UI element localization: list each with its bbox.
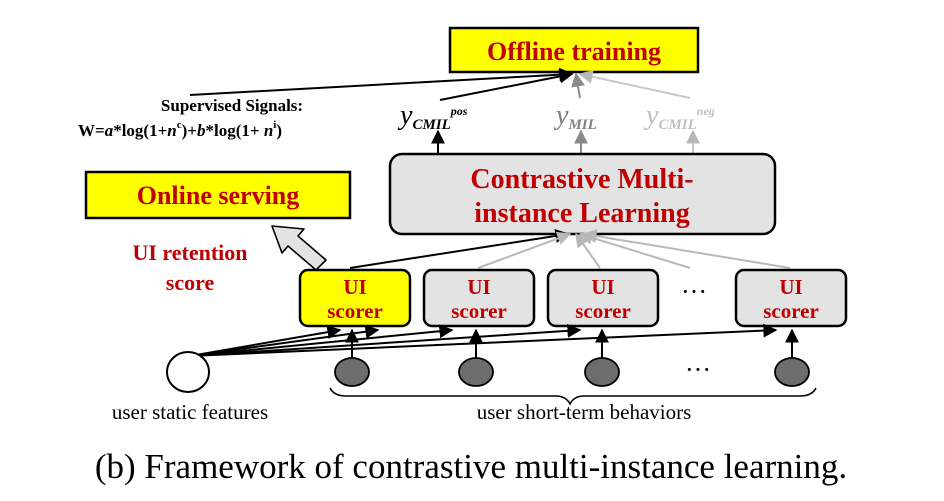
arrow-neg-to-offline [578,69,691,99]
output-y-mil: yMIL [553,100,597,133]
offline-training-box: Offline training [448,26,700,74]
behavior-node-4 [774,357,810,387]
hollow-arrow-to-online [271,225,327,271]
behavior-node-3 [584,357,620,387]
supervised-formula: W=a*log(1+nc)+b*log(1+ ni) [78,119,282,140]
ui-scorer-3: UI scorer [546,268,660,328]
behavior-node-2 [458,357,494,387]
supervised-signals-title: Supervised Signals: [161,96,303,115]
arrow-scorer1-to-cmil [349,229,570,269]
retention-score-line2: score [166,270,215,295]
ui-scorer-2-line1: UI [467,275,490,299]
static-features-label: user static features [112,400,268,424]
arrow-static-to-scorer3 [189,323,582,357]
output-y-cmil-pos: yCMILpos [397,100,468,133]
ui-scorer-2: UI scorer [422,268,536,328]
arrow-mil-to-offline [571,72,585,99]
ui-scorer-3-line2: scorer [575,299,631,323]
arrow-scorer4-to-cmil [582,229,791,269]
retention-score-line1: UI retention [132,240,247,265]
cmil-box-line1: Contrastive Multi- [470,164,693,195]
online-serving-label: Online serving [137,181,300,210]
ui-scorer-4: UI scorer [734,268,848,328]
behavior-ellipsis: ··· [685,355,711,384]
short-term-behaviors-label: user short-term behaviors [477,400,692,424]
ui-scorer-4-line2: scorer [763,299,819,323]
ui-scorer-1: UI scorer [298,268,412,328]
ui-scorer-1-line1: UI [343,275,366,299]
figure-caption: (b) Framework of contrastive multi-insta… [95,447,847,486]
ui-scorer-4-line1: UI [779,275,802,299]
static-feature-node [166,351,210,393]
arrow-supervised-to-offline [189,67,574,96]
scorer-ellipsis: ··· [681,277,707,306]
arrow-ellipsis-to-cmil [578,231,691,269]
arrow-static-to-scorer2 [189,324,454,357]
behavior-node-1 [334,357,370,387]
supervised-signals: Supervised Signals: W=a*log(1+nc)+b*log(… [78,96,303,140]
offline-training-label: Offline training [487,37,661,66]
ui-scorer-2-line2: scorer [451,299,507,323]
output-y-cmil-neg: yCMILneg [643,100,715,133]
ui-scorer-3-line1: UI [591,275,614,299]
behavior-brace [329,387,817,406]
arrow-pos-to-offline [439,69,574,101]
cmil-box-line2: instance Learning [474,198,689,229]
arrow-static-to-scorer4 [189,323,778,357]
ui-scorer-1-line2: scorer [327,299,383,323]
online-serving-box: Online serving [84,170,352,220]
arrow-scorer2-to-cmil [477,231,572,269]
cmil-box: Contrastive Multi- instance Learning [388,152,777,236]
